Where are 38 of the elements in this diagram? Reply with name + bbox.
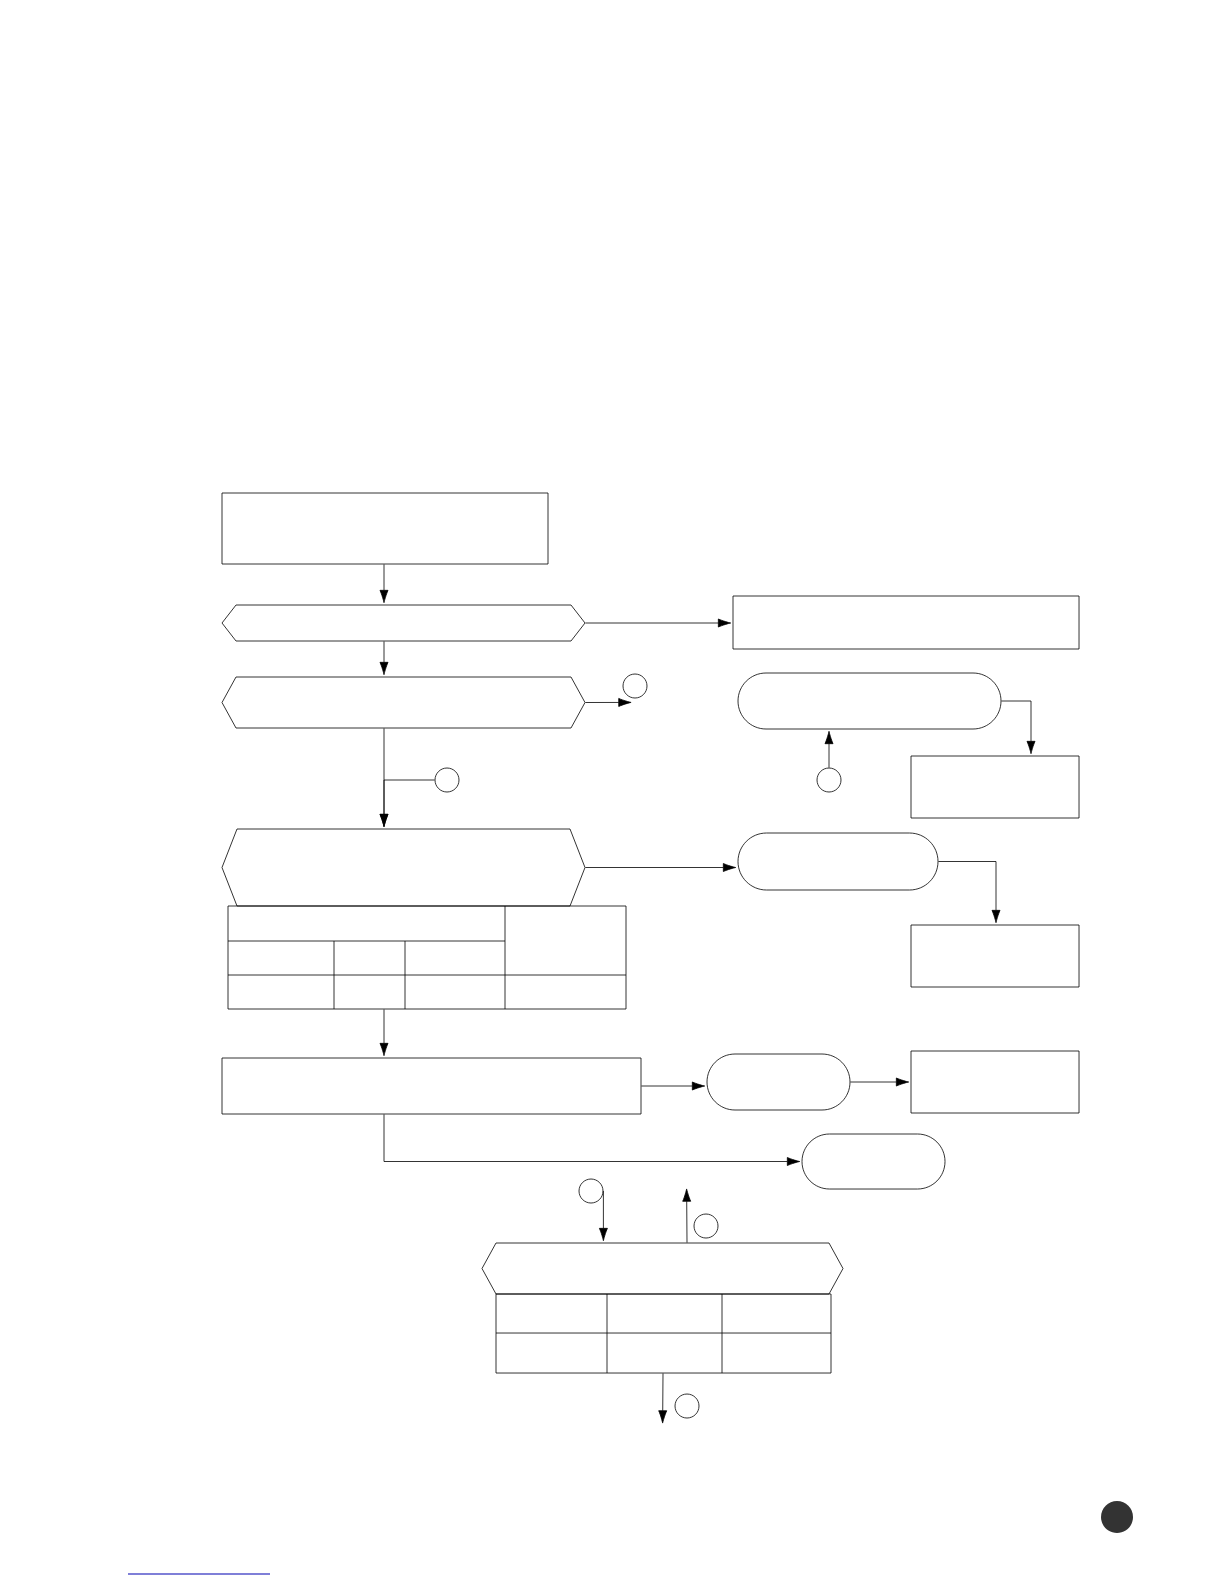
arrow <box>585 698 632 707</box>
arrow <box>585 863 737 872</box>
arrow <box>824 730 834 768</box>
arrow <box>379 641 389 676</box>
arrow <box>379 728 389 828</box>
terminal-pill <box>737 832 939 891</box>
decision-hexagon <box>481 1242 844 1295</box>
arrow <box>379 1009 389 1057</box>
terminal-pill <box>737 672 1002 730</box>
table-grid <box>495 1293 832 1374</box>
arrow <box>599 1190 608 1242</box>
connector-circle <box>578 1178 604 1204</box>
arrow <box>379 564 389 604</box>
decision-hexagon <box>221 828 586 907</box>
arrow <box>850 1077 910 1087</box>
process-box <box>732 595 1080 650</box>
arrow <box>938 861 1001 924</box>
connector-circle <box>816 767 842 793</box>
arrow <box>383 1114 801 1166</box>
arrow <box>585 618 732 628</box>
decision-hexagon <box>221 676 586 729</box>
arrow <box>1001 700 1036 755</box>
process-box <box>221 492 549 565</box>
arrow <box>682 1188 692 1243</box>
process-box <box>910 924 1080 988</box>
process-box <box>221 1057 642 1115</box>
terminal-pill <box>801 1133 946 1190</box>
connector-circle <box>674 1393 700 1419</box>
decision-hexagon <box>221 604 586 642</box>
connector-circle <box>622 673 648 699</box>
connector-circle <box>693 1213 719 1239</box>
arrow <box>641 1081 706 1091</box>
process-box <box>910 1050 1080 1114</box>
arrow <box>658 1373 668 1424</box>
connector-circle <box>434 767 460 793</box>
terminal-pill <box>706 1053 851 1111</box>
table-grid <box>227 905 627 1010</box>
process-box <box>910 755 1080 819</box>
